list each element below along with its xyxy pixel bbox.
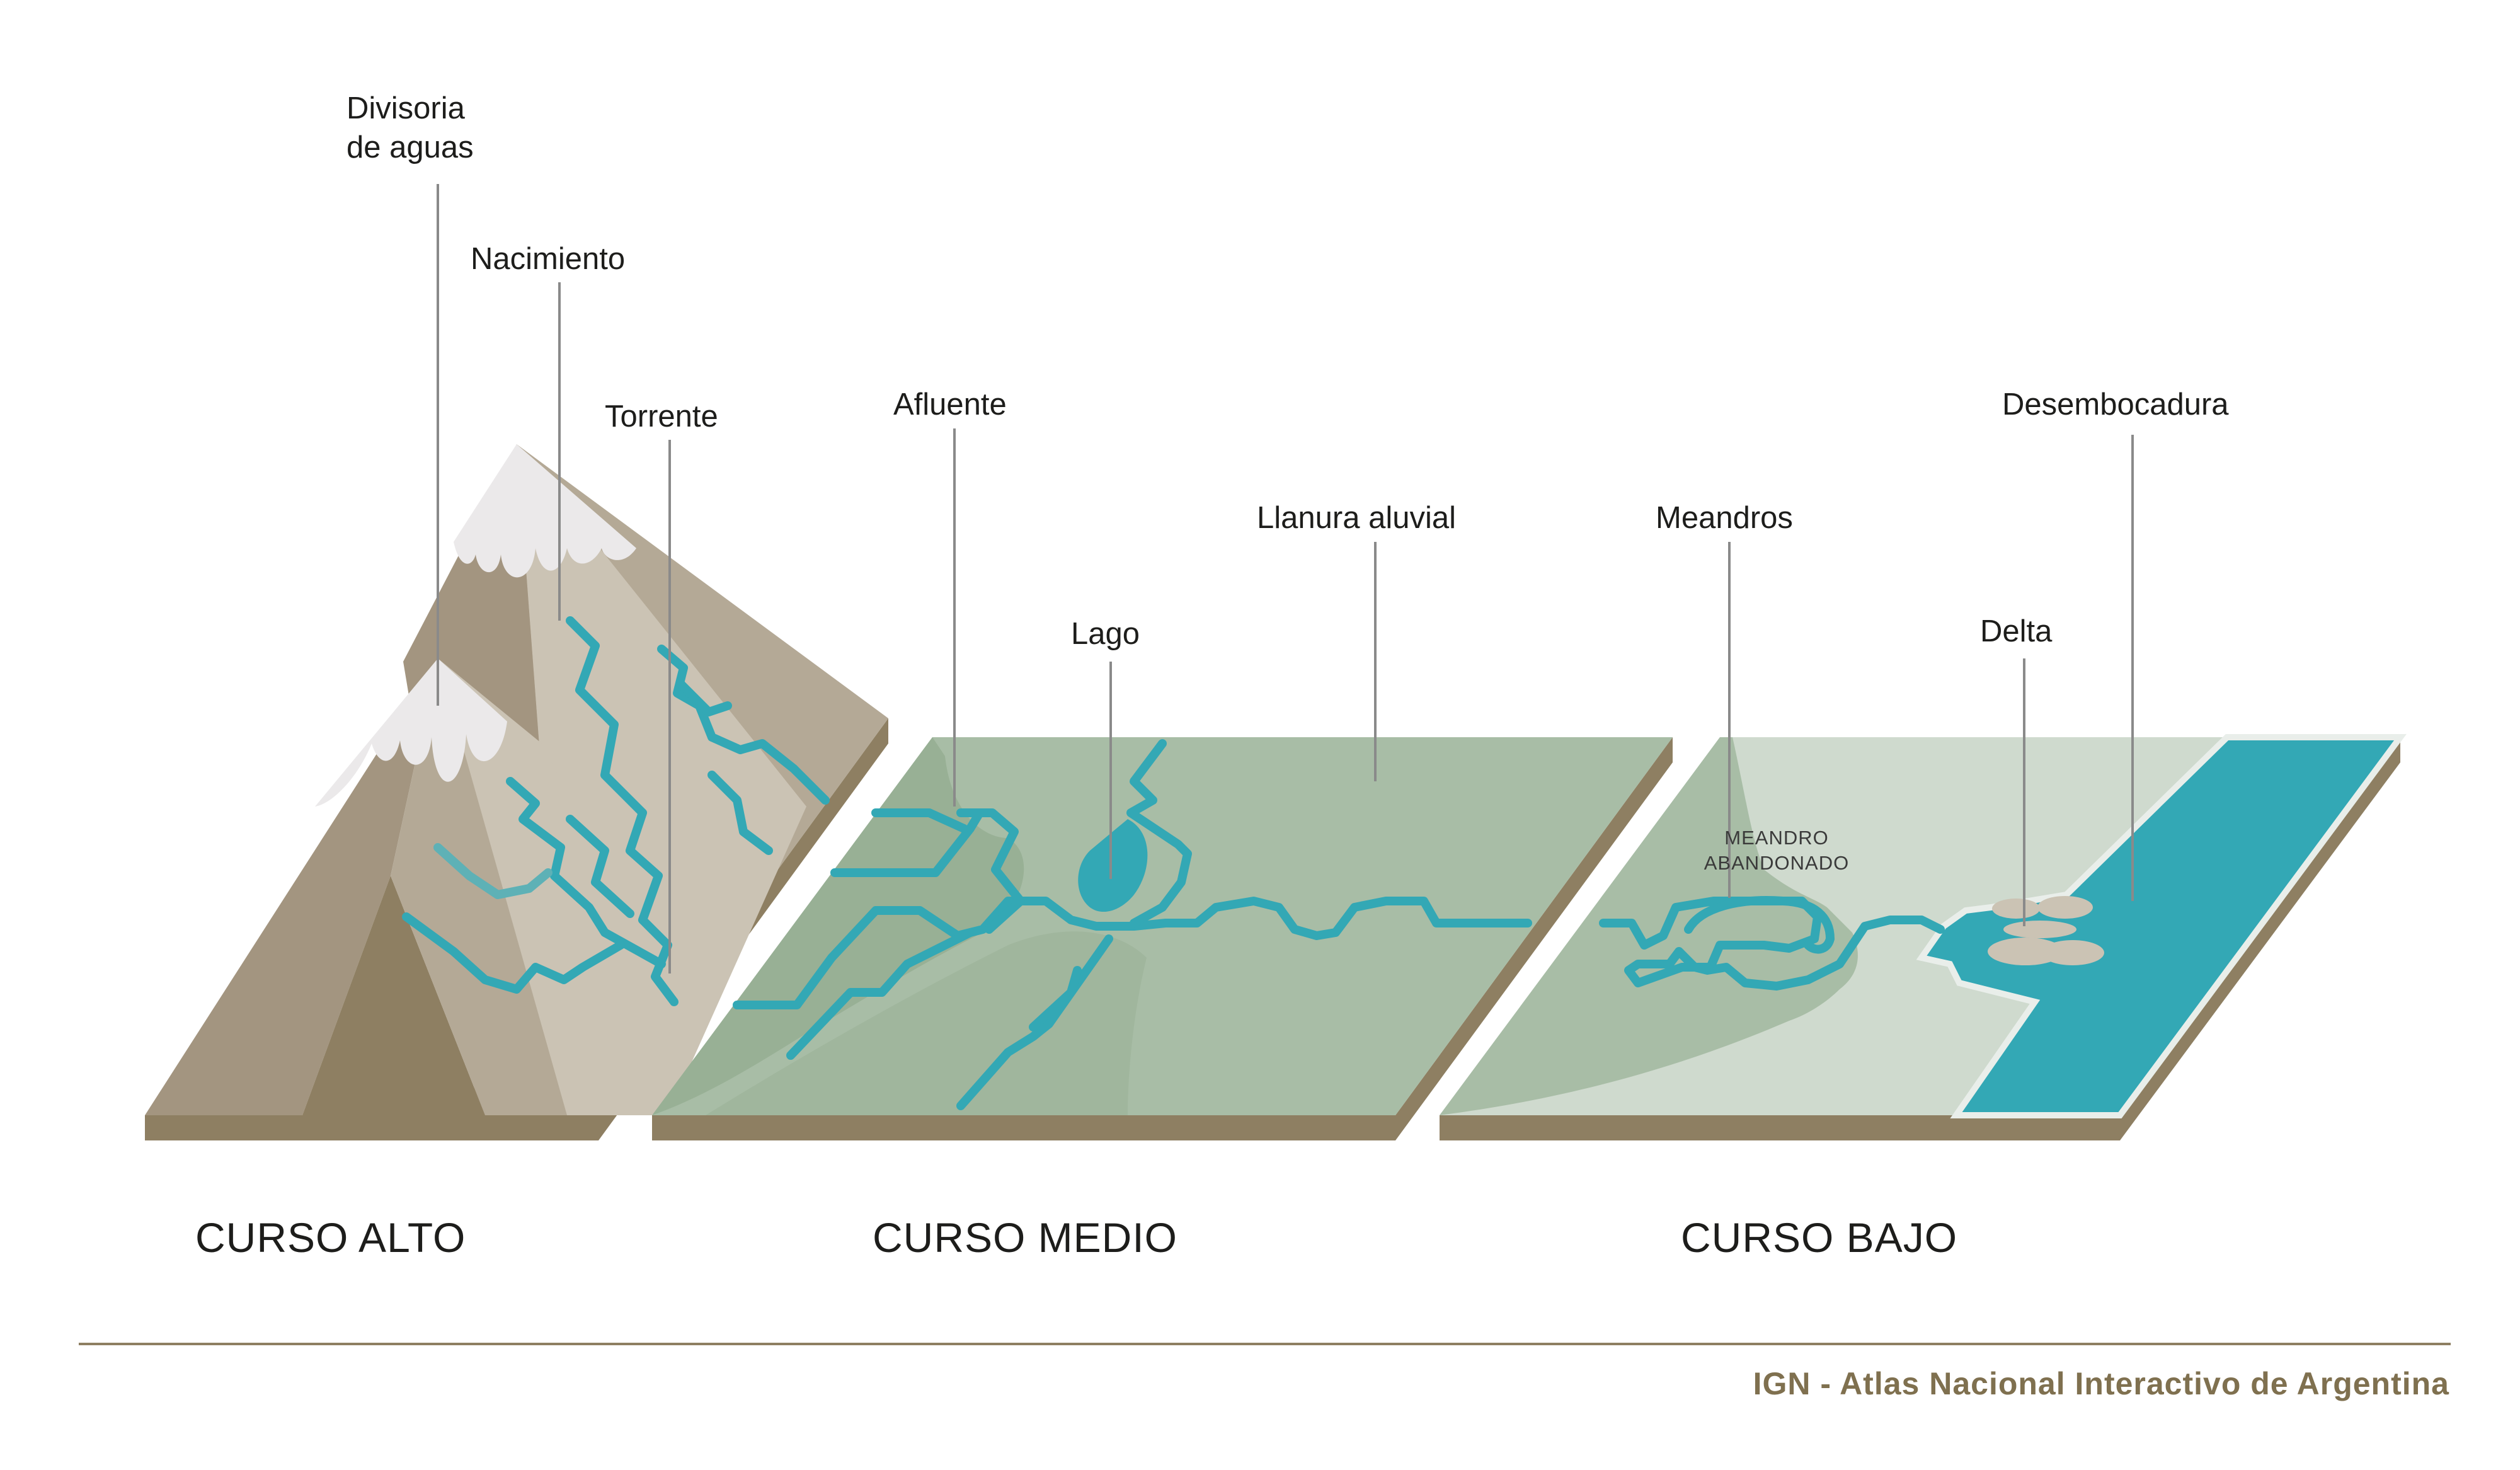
tributary-southwest bbox=[786, 928, 975, 1060]
label-divisoria: Divisoria bbox=[346, 91, 466, 125]
delta-floodplain-green bbox=[1440, 737, 1858, 1115]
label-desembocadura: Desembocadura bbox=[2002, 388, 2229, 422]
label-torrente: Torrente bbox=[605, 399, 718, 434]
torrent-streams bbox=[402, 616, 830, 1006]
island bbox=[1992, 899, 2040, 919]
plain-valley-floor bbox=[706, 931, 1147, 1115]
label-llanura-aluvial: Llanura aluvial bbox=[1257, 501, 1456, 535]
plain-base-front bbox=[652, 1115, 1395, 1140]
label-meandro-abandonado-2: ABANDONADO bbox=[1704, 852, 1849, 874]
island bbox=[1988, 938, 2063, 965]
torrent-lower-east bbox=[707, 771, 773, 855]
torrent-main bbox=[566, 616, 679, 1006]
back-mountain-snow bbox=[454, 444, 636, 578]
front-mountain-snow bbox=[315, 658, 507, 807]
label-nacimiento: Nacimiento bbox=[471, 242, 625, 276]
section-curso-alto: CURSO ALTO bbox=[195, 1214, 466, 1261]
front-mountain-right-face bbox=[438, 658, 668, 1115]
footer-credit: IGN - Atlas Nacional Interactivo de Arge… bbox=[1753, 1366, 2450, 1401]
lower-course-delta bbox=[1440, 734, 2407, 1140]
section-curso-bajo: CURSO BAJO bbox=[1681, 1214, 1957, 1261]
delta-base-front bbox=[1440, 1115, 2120, 1140]
lake bbox=[1078, 819, 1148, 912]
island bbox=[2003, 921, 2076, 938]
delta-islands bbox=[1988, 896, 2104, 965]
delta-sea bbox=[1916, 734, 2407, 1118]
middle-course-plain bbox=[652, 737, 1673, 1140]
label-meandro-abandonado-1: MEANDRO bbox=[1724, 827, 1828, 849]
upper-course-mountains bbox=[145, 444, 888, 1140]
middle-course-streams bbox=[733, 739, 1532, 1110]
tributary-north bbox=[830, 808, 1025, 934]
delta-base-side bbox=[2120, 737, 2400, 1140]
label-delta: Delta bbox=[1980, 614, 2053, 648]
callout-leaders bbox=[437, 184, 2134, 973]
main-channel bbox=[733, 897, 1532, 1009]
torrent-west bbox=[506, 777, 666, 968]
island bbox=[2037, 896, 2093, 919]
plain-base-side bbox=[1395, 737, 1673, 1140]
label-afluente: Afluente bbox=[893, 388, 1007, 422]
island bbox=[2041, 940, 2104, 965]
tributary-lake-inflow bbox=[1126, 739, 1192, 927]
mountain-base-front bbox=[145, 1115, 598, 1140]
torrent-lower bbox=[402, 912, 625, 994]
section-curso-medio: CURSO MEDIO bbox=[873, 1214, 1177, 1261]
torrent-east-branch bbox=[676, 679, 732, 716]
tributary-northwest bbox=[871, 808, 968, 833]
label-meandros: Meandros bbox=[1656, 501, 1793, 535]
tributary-southeast bbox=[1029, 966, 1082, 1031]
front-mountain-dark-face bbox=[302, 876, 485, 1115]
torrent-west-branch bbox=[566, 815, 634, 918]
abandoned-meander bbox=[1684, 896, 1835, 954]
front-mountain-left-face bbox=[145, 658, 438, 1115]
torrent-east bbox=[657, 645, 830, 805]
label-divisoria-2: de aguas bbox=[346, 130, 474, 164]
label-lago: Lago bbox=[1071, 617, 1140, 651]
torrent-upper-left bbox=[433, 843, 553, 899]
plain-shaded-area bbox=[652, 737, 1024, 1115]
